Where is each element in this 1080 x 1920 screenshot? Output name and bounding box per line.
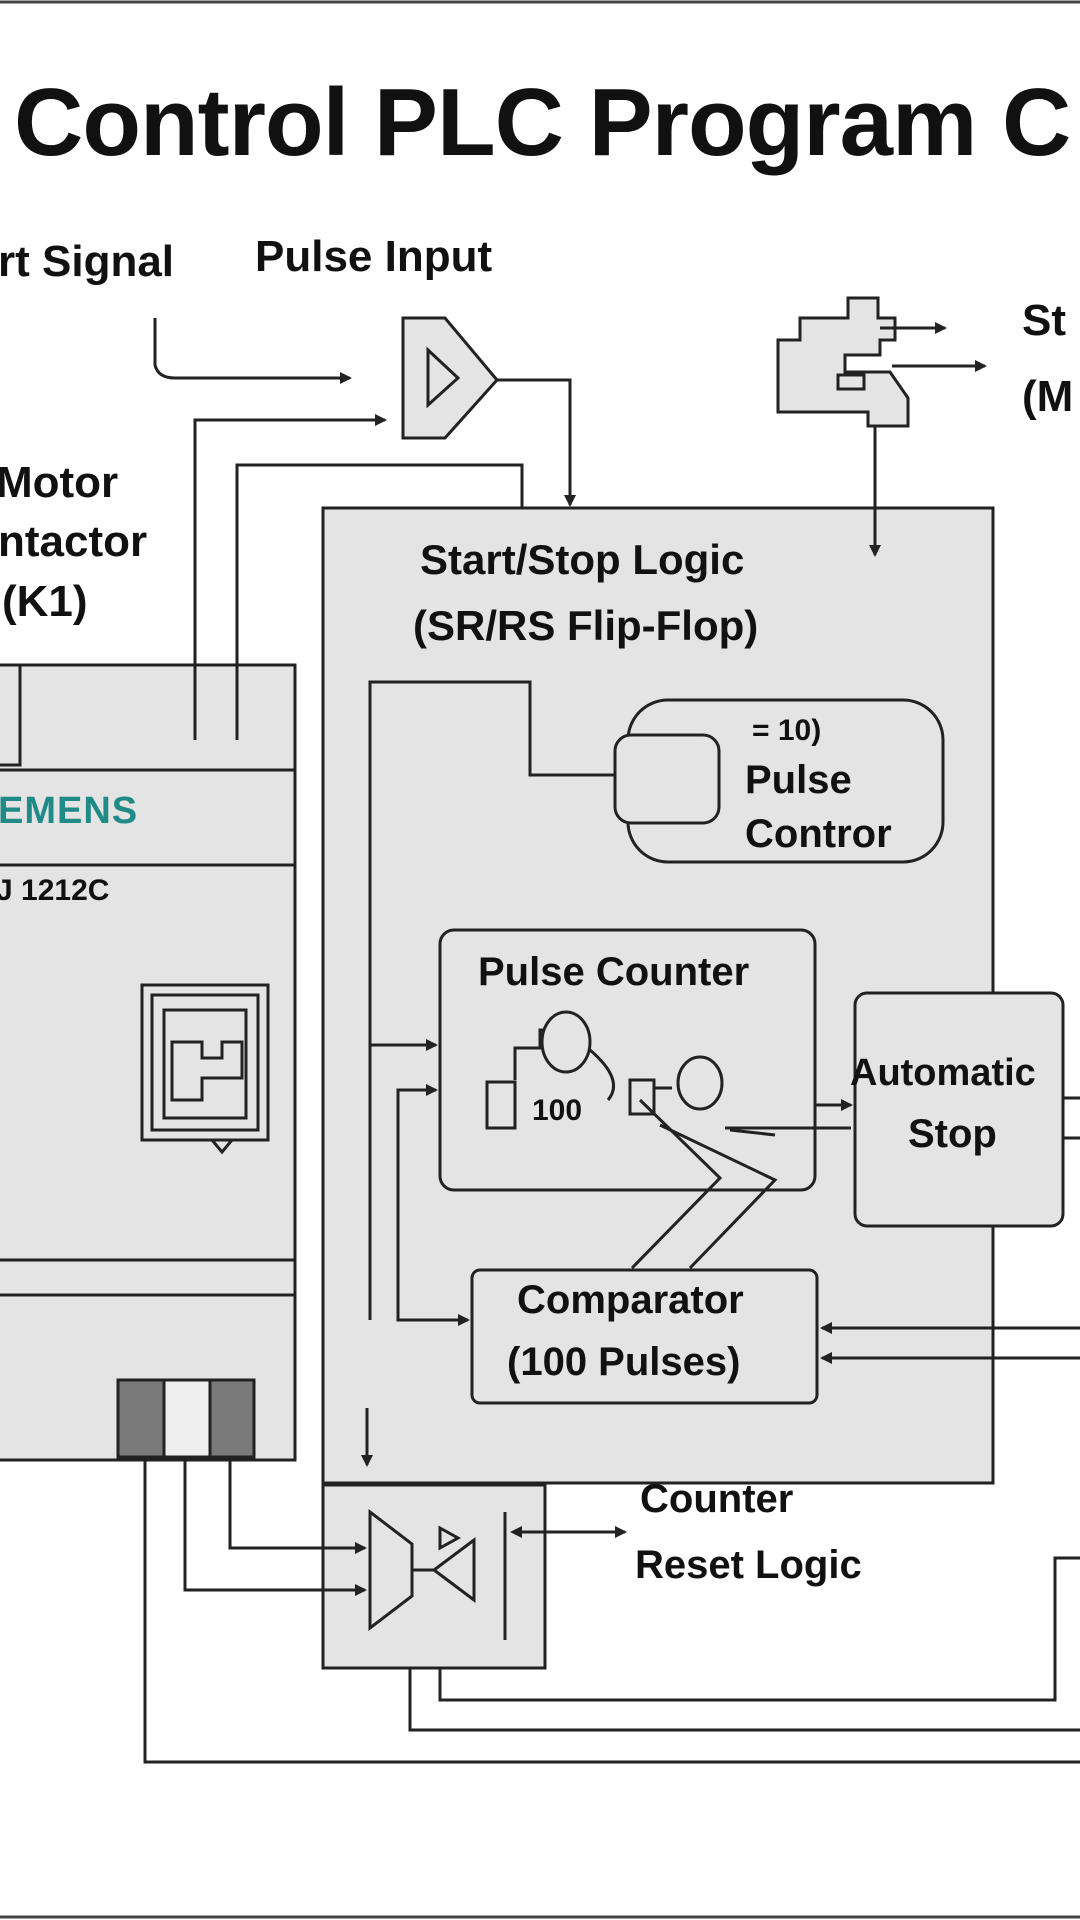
pulse-counter-box [438, 928, 817, 1192]
stop-sensor-icon [776, 296, 910, 428]
pulse-control-inner [613, 733, 721, 825]
pulse-control-label-1: Pulse [745, 758, 852, 802]
start-signal-label: rt Signal [0, 237, 175, 286]
plc-model-label: J 1212C [0, 874, 110, 907]
logic-block-title: Start/Stop Logic [420, 536, 745, 583]
plc-chip-icon [140, 983, 270, 1155]
logic-block-subtitle: (SR/RS Flip-Flop) [413, 602, 759, 649]
comparator-label-2: (100 Pulses) [507, 1340, 741, 1384]
counter-symbols [485, 1010, 724, 1130]
reset-logic-label-2: Reset Logic [635, 1543, 862, 1587]
pulse-control-label-2: Contror [745, 812, 892, 856]
counter-reset-block [321, 1483, 547, 1670]
stop-input-sublabel: (M [1022, 372, 1074, 421]
wiring [143, 318, 1080, 1764]
pulse-control-value: = 10) [752, 714, 822, 747]
contactor-label-1: Motor [0, 458, 119, 507]
comparator-box [470, 1268, 819, 1405]
automatic-stop-box [853, 991, 1065, 1228]
page-title: Control PLC Program C [14, 69, 1071, 176]
pulse-counter-value: 100 [532, 1094, 583, 1127]
pulse-input-buffer-icon [401, 316, 499, 440]
plc-terminals [116, 1378, 256, 1459]
reset-logic-label-1: Counter [640, 1477, 794, 1521]
plc-unit [0, 663, 297, 1462]
pulse-input-label: Pulse Input [255, 232, 493, 281]
reset-amplifier-icon [368, 1508, 507, 1640]
contactor-label-2: ntactor [0, 517, 148, 566]
comparator-label-1: Comparator [517, 1278, 744, 1322]
plc-brand-label: EMENS [0, 790, 139, 832]
automatic-stop-label-1: Automatic [850, 1052, 1036, 1094]
stop-input-label: St [1022, 296, 1066, 345]
pulse-counter-label: Pulse Counter [478, 950, 750, 994]
contactor-label-3: (K1) [2, 577, 88, 626]
automatic-stop-label-2: Stop [908, 1112, 997, 1156]
